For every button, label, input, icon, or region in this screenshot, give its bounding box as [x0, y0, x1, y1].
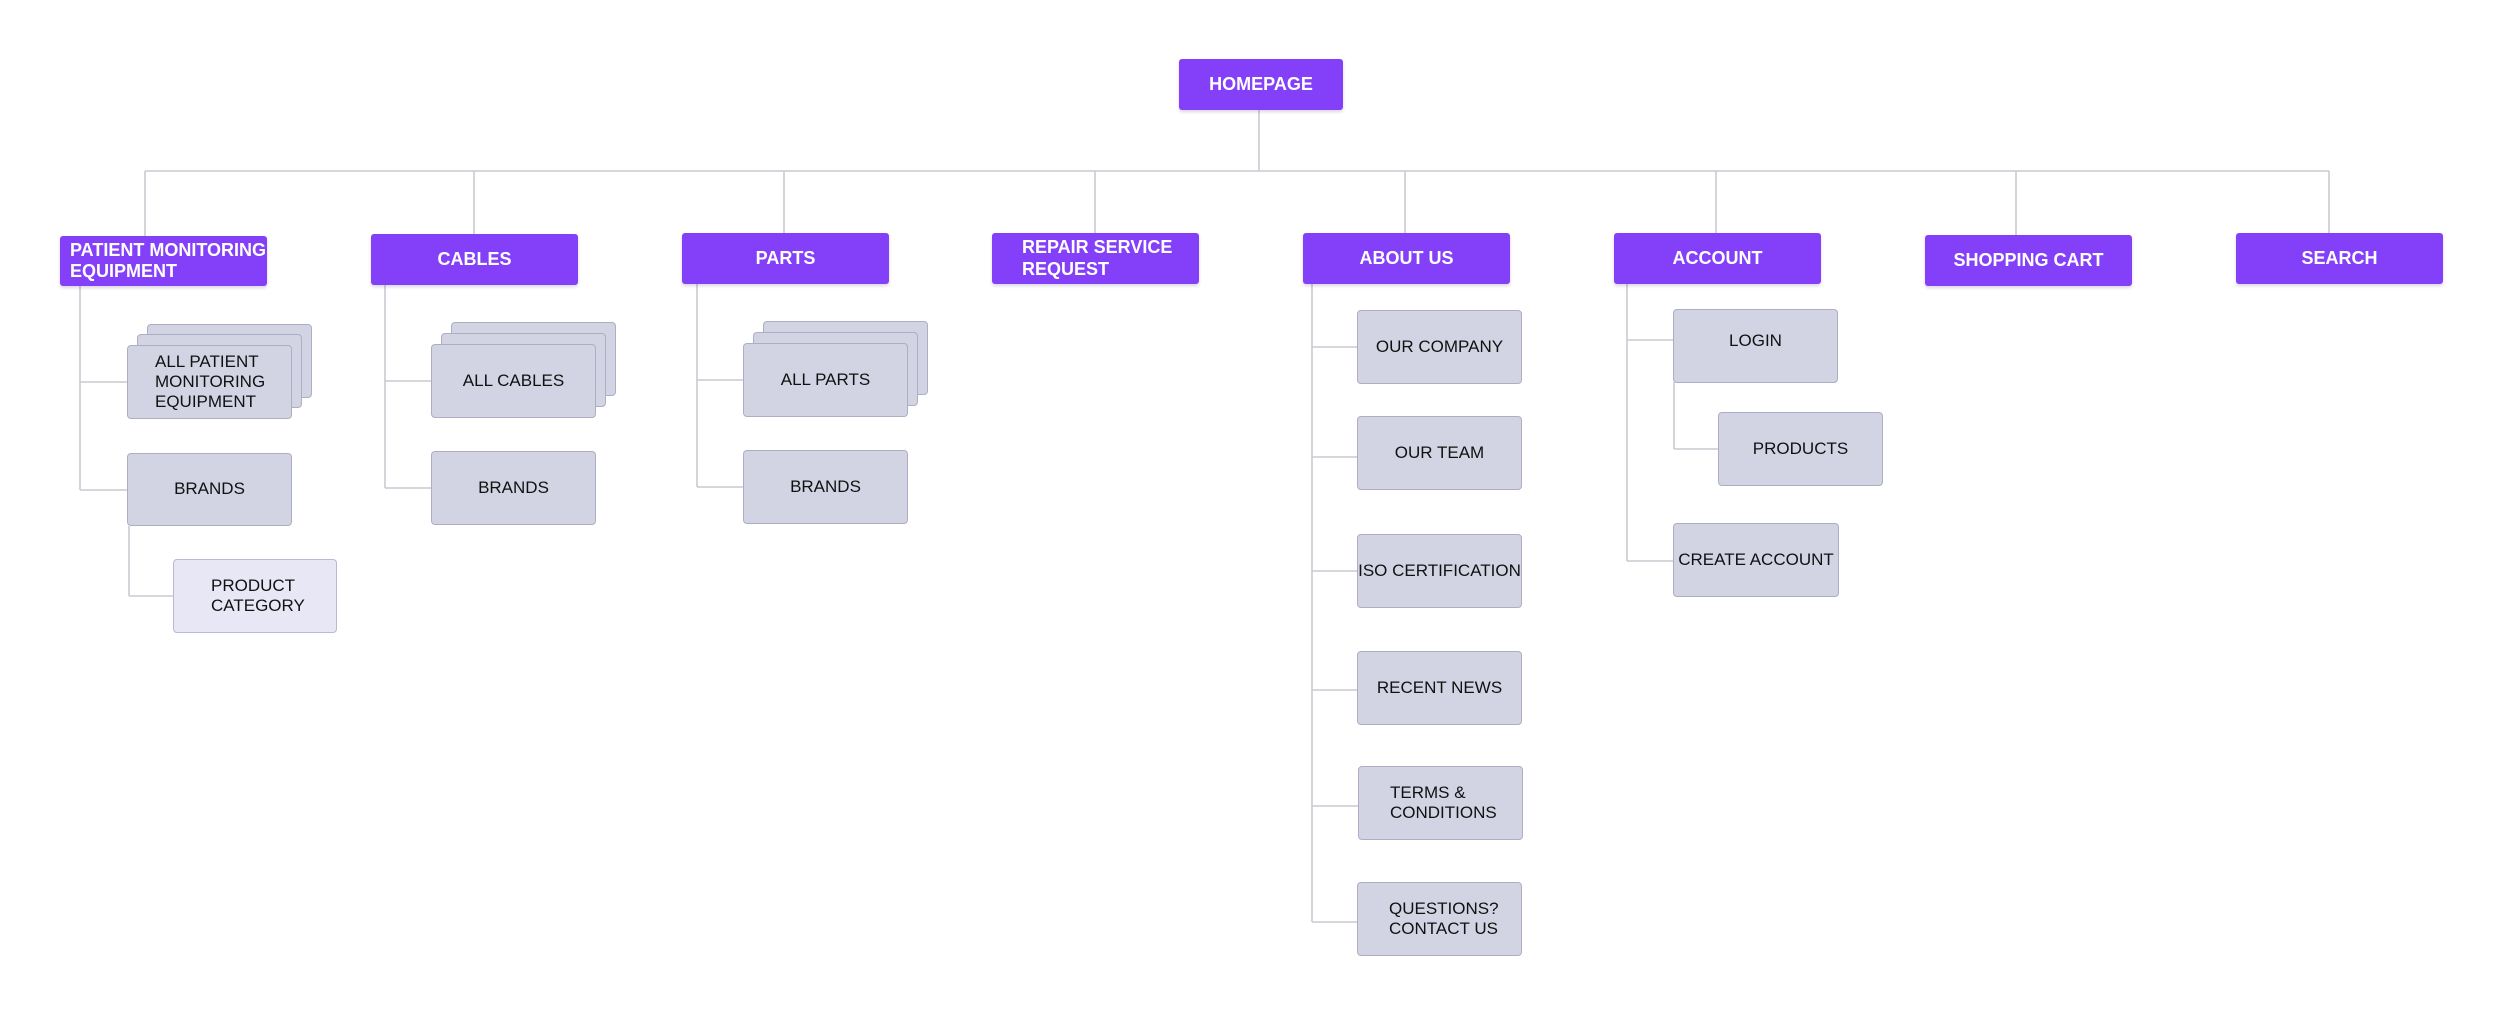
recent-news-node[interactable]: RECENT NEWS [1357, 651, 1522, 725]
login-node[interactable]: LOGIN [1673, 309, 1838, 383]
questions-contact-us-node[interactable]: QUESTIONS? CONTACT US [1357, 882, 1522, 956]
iso-certification-node[interactable]: ISO CERTIFICATION [1357, 534, 1522, 608]
cables-node[interactable]: CABLES [371, 234, 578, 285]
patient-monitoring-brands-node[interactable]: BRANDS [127, 453, 292, 526]
all-patient-monitoring-equipment-node[interactable]: ALL PATIENT MONITORING EQUIPMENT [127, 345, 292, 419]
parts-node[interactable]: PARTS [682, 233, 889, 284]
shopping-cart-node[interactable]: SHOPPING CART [1925, 235, 2132, 286]
create-account-node[interactable]: CREATE ACCOUNT [1673, 523, 1839, 597]
all-cables-node[interactable]: ALL CABLES [431, 344, 596, 418]
all-parts-node[interactable]: ALL PARTS [743, 343, 908, 417]
parts-brands-node[interactable]: BRANDS [743, 450, 908, 524]
cables-brands-node[interactable]: BRANDS [431, 451, 596, 525]
search-node[interactable]: SEARCH [2236, 233, 2443, 284]
patient-monitoring-equipment-node[interactable]: PATIENT MONITORING EQUIPMENT [60, 236, 267, 286]
our-team-node[interactable]: OUR TEAM [1357, 416, 1522, 490]
product-category-node[interactable]: PRODUCT CATEGORY [173, 559, 337, 633]
about-us-node[interactable]: ABOUT US [1303, 233, 1510, 284]
account-node[interactable]: ACCOUNT [1614, 233, 1821, 284]
our-company-node[interactable]: OUR COMPANY [1357, 310, 1522, 384]
products-node[interactable]: PRODUCTS [1718, 412, 1883, 486]
terms-and-conditions-node[interactable]: TERMS & CONDITIONS [1358, 766, 1523, 840]
homepage-node[interactable]: HOMEPAGE [1179, 59, 1343, 110]
repair-service-request-node[interactable]: REPAIR SERVICE REQUEST [992, 233, 1199, 284]
